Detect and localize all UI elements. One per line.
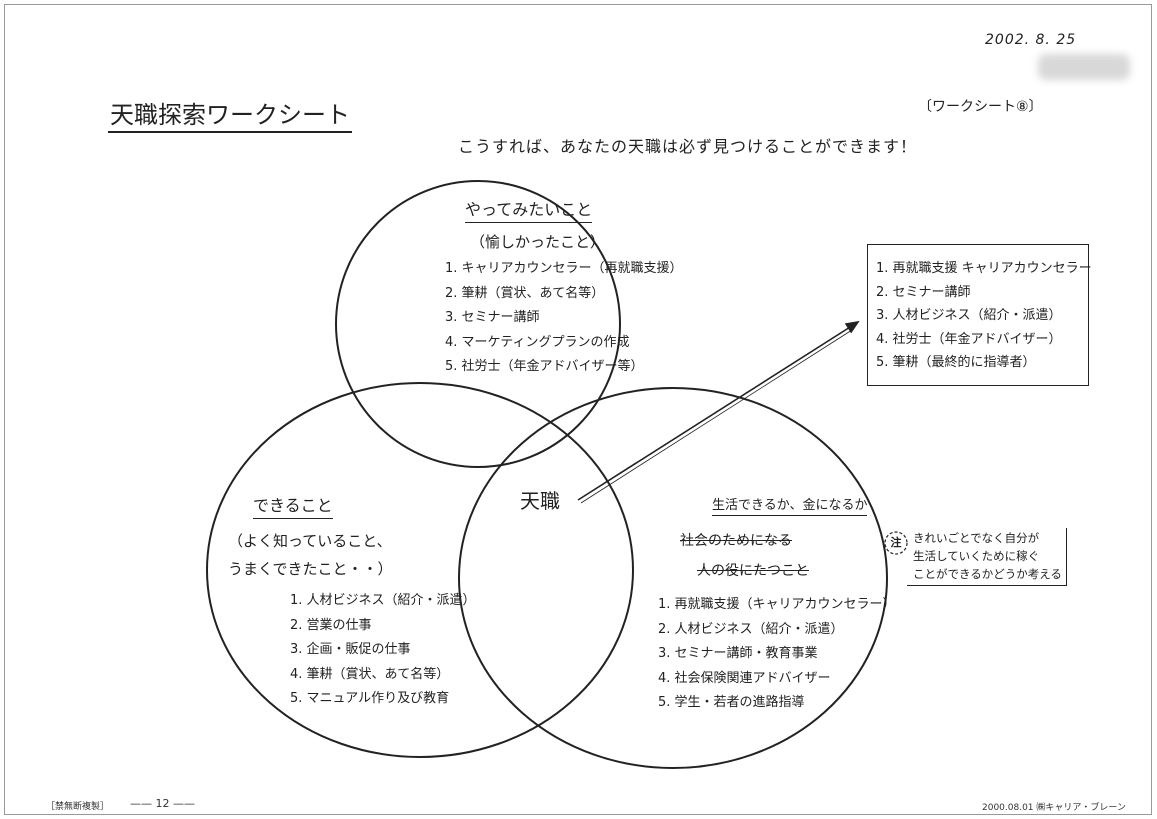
list-item: 5. 学生・若者の進路指導 bbox=[658, 695, 805, 710]
circle-earn bbox=[458, 387, 888, 769]
earn-heading: 生活できるか、金になるか bbox=[712, 494, 868, 516]
want-heading: やってみたいこと bbox=[465, 196, 593, 223]
circle-can bbox=[206, 382, 634, 758]
list-item: 1. 再就職支援（キャリアカウンセラー） bbox=[658, 597, 896, 612]
list-item: 1. 人材ビジネス（紹介・派遣） bbox=[290, 593, 476, 608]
earn-list: 1. 再就職支援（キャリアカウンセラー） 2. 人材ビジネス（紹介・派遣） 3.… bbox=[658, 593, 896, 716]
can-list: 1. 人材ビジネス（紹介・派遣） 2. 営業の仕事 3. 企画・販促の仕事 4.… bbox=[290, 589, 476, 712]
list-item: 1. 再就職支援 キャリアカウンセラー bbox=[876, 261, 1092, 276]
list-item: 2. 筆耕（賞状、あて名等） bbox=[445, 285, 605, 301]
result-list: 1. 再就職支援 キャリアカウンセラー 2. セミナー講師 3. 人材ビジネス（… bbox=[876, 257, 1092, 375]
list-item: 5. 筆耕（最終的に指導者） bbox=[876, 355, 1036, 370]
list-item: 4. 社労士（年金アドバイザー） bbox=[876, 331, 1062, 347]
note-mark: 注 bbox=[890, 536, 902, 549]
footer-page-number: —— 12 —— bbox=[130, 797, 195, 810]
calling-label: 天職 bbox=[520, 489, 560, 513]
page-subtitle: こうすれば、あなたの天職は必ず見つけることができます！ bbox=[458, 137, 918, 156]
result-box: 1. 再就職支援 キャリアカウンセラー 2. セミナー講師 3. 人材ビジネス（… bbox=[867, 244, 1092, 386]
footer-copyright-notice: ［禁無断複製］ bbox=[46, 802, 110, 812]
list-item: 3. セミナー講師 bbox=[445, 310, 540, 325]
worksheet-number: 〔ワークシート⑧〕 bbox=[918, 99, 1043, 115]
list-item: 3. セミナー講師・教育事業 bbox=[658, 646, 818, 661]
note-line: ことができるかどうか考える bbox=[913, 567, 1062, 581]
circle-want bbox=[335, 180, 621, 468]
can-heading: できること bbox=[253, 492, 333, 519]
list-item: 2. 人材ビジネス（紹介・派遣） bbox=[658, 621, 844, 637]
note-line: 生活していくために稼ぐ bbox=[913, 549, 1040, 563]
handwritten-date: 2002. 8. 25 bbox=[985, 32, 1077, 48]
want-subheading: （愉しかったこと） bbox=[470, 233, 606, 251]
list-item: 2. セミナー講師 bbox=[876, 284, 971, 300]
list-item: 2. 営業の仕事 bbox=[290, 617, 372, 633]
list-item: 5. 社労士（年金アドバイザー等） bbox=[445, 359, 644, 374]
can-desc-line: うまくできたこと・・） bbox=[228, 560, 393, 578]
can-desc-line: （よく知っていること、 bbox=[228, 532, 392, 550]
page-frame bbox=[4, 4, 1152, 815]
list-item: 4. 筆耕（賞状、あて名等） bbox=[290, 666, 450, 682]
list-item: 5. マニュアル作り及び教育 bbox=[290, 691, 450, 706]
note-line: きれいごとでなく自分が bbox=[913, 531, 1040, 545]
note-text: きれいごとでなく自分が 生活していくために稼ぐ ことができるかどうか考える bbox=[907, 528, 1067, 586]
can-description: （よく知っていること、 うまくできたこと・・） bbox=[228, 527, 393, 583]
list-item: 1. キャリアカウンセラー（再就職支援） bbox=[445, 261, 683, 276]
note-star bbox=[884, 531, 908, 555]
list-item: 3. 人材ビジネス（紹介・派遣） bbox=[876, 308, 1062, 323]
arrow-to-result bbox=[577, 320, 860, 501]
struck-text: 人の役にたつこと bbox=[697, 563, 809, 579]
list-item: 4. 社会保険関連アドバイザー bbox=[658, 670, 831, 686]
redacted-name bbox=[1038, 54, 1130, 80]
want-list: 1. キャリアカウンセラー（再就職支援） 2. 筆耕（賞状、あて名等） 3. セ… bbox=[445, 257, 683, 380]
page-title: 天職探索ワークシート bbox=[108, 95, 352, 133]
list-item: 3. 企画・販促の仕事 bbox=[290, 642, 411, 657]
footer-publisher: 2000.08.01 ㈱キャリア・ブレーン bbox=[982, 803, 1126, 813]
list-item: 4. マーケティングプランの作成 bbox=[445, 334, 630, 350]
struck-text: 社会のためになる bbox=[680, 533, 792, 549]
